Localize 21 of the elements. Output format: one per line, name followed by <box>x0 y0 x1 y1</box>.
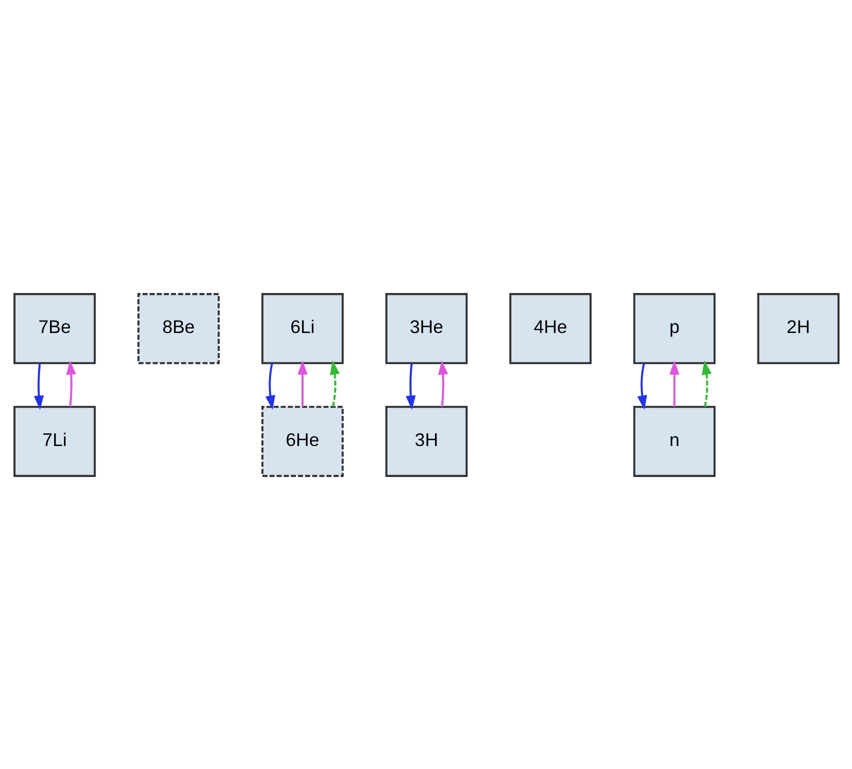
arrow <box>701 360 712 406</box>
node-box: 6Li <box>260 292 344 364</box>
arrow <box>668 360 679 406</box>
node-box: 7Be <box>12 292 96 364</box>
node-box: n <box>632 405 716 476</box>
node-box: 8Be <box>136 292 220 364</box>
arrow <box>297 360 308 406</box>
node-box: p <box>632 292 716 364</box>
node-box: 3H <box>384 405 468 476</box>
arrow <box>66 360 76 406</box>
arrow <box>636 362 647 410</box>
arrow <box>33 362 44 410</box>
arrow <box>329 360 340 406</box>
arrow <box>264 362 275 410</box>
arrow <box>405 362 416 410</box>
node-box: 3He <box>384 292 468 364</box>
node-box: 7Li <box>12 405 96 476</box>
node-box: 4He <box>508 292 592 364</box>
arrow <box>438 360 448 406</box>
node-box: 6He <box>260 405 344 476</box>
node-box: 2H <box>756 292 840 364</box>
